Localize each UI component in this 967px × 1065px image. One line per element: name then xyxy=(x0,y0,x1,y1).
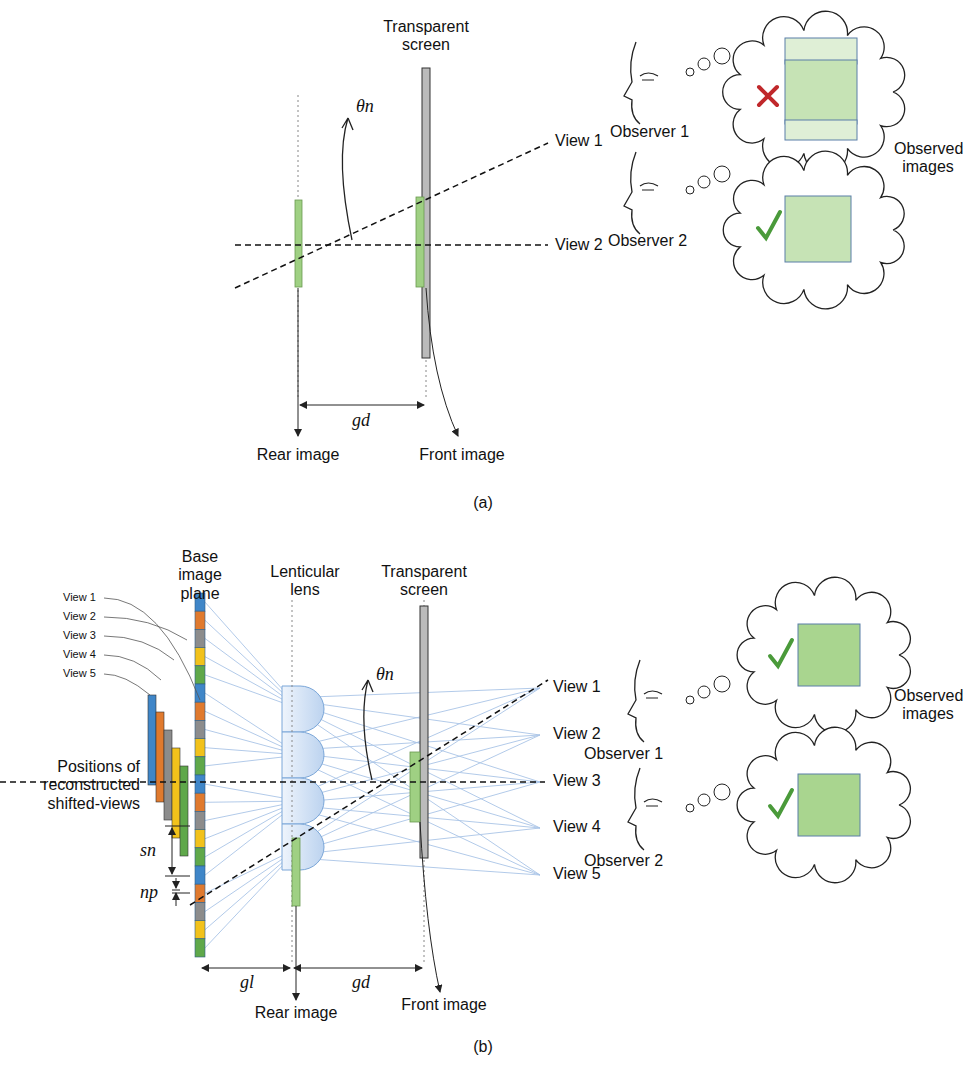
text-label: (b) xyxy=(473,1038,493,1056)
text-label: θn xyxy=(376,664,394,685)
lenticule xyxy=(282,778,324,824)
text-label: (a) xyxy=(473,494,493,512)
light-ray xyxy=(312,859,540,875)
thought-cloud xyxy=(737,577,910,732)
thought-bubble xyxy=(686,68,694,76)
text-label: Transparent screen xyxy=(381,18,471,55)
shifted-view-bar xyxy=(148,695,156,785)
thought-bubble xyxy=(698,686,710,698)
text-label: Transparent screen xyxy=(379,563,469,600)
eye xyxy=(640,183,658,190)
thought-bubble xyxy=(698,58,710,70)
check-mark xyxy=(758,212,780,238)
text-label: View 4 xyxy=(553,818,601,836)
eye xyxy=(644,691,662,698)
thought-bubble xyxy=(686,186,694,194)
thought-bubble xyxy=(698,176,710,188)
text-label: View 1 xyxy=(555,132,603,150)
pixel-cell xyxy=(195,921,205,939)
shifted-view-bar xyxy=(180,766,188,856)
text-label: Observer 1 xyxy=(610,123,689,141)
text-label: Observer 2 xyxy=(608,232,687,250)
text-label: gd xyxy=(352,410,370,431)
text-label: sn xyxy=(140,840,156,861)
pixel-cell xyxy=(195,830,205,848)
pixel-cell xyxy=(195,775,205,793)
text-label: View 3 xyxy=(63,629,96,642)
thought-bubble xyxy=(686,696,694,704)
text-label: Observed images xyxy=(894,140,962,177)
text-label: Rear image xyxy=(257,446,340,464)
pixel-cell xyxy=(195,648,205,666)
text-label: gl xyxy=(240,972,254,993)
text-label: Lenticular lens xyxy=(265,563,345,600)
text-label: Observer 1 xyxy=(584,745,663,763)
pixel-cell xyxy=(195,939,205,957)
pixel-cell xyxy=(195,793,205,811)
thought-cloud xyxy=(723,151,904,309)
observed-image xyxy=(785,196,851,262)
pixel-cell xyxy=(195,902,205,920)
text-label: View 4 xyxy=(63,648,96,661)
shifted-view-bar xyxy=(156,712,164,802)
shifted-view-bar xyxy=(172,748,180,838)
observed-image xyxy=(785,60,857,124)
text-label: np xyxy=(140,882,158,903)
pixel-cell xyxy=(195,666,205,684)
text-label: Observed images xyxy=(894,687,962,724)
thought-bubble xyxy=(714,48,730,64)
text-label: θn xyxy=(356,96,374,117)
text-label: View 3 xyxy=(553,772,601,790)
cross-mark xyxy=(759,87,777,105)
pixel-cell xyxy=(195,757,205,775)
blurred-image xyxy=(785,120,857,140)
thought-bubble xyxy=(686,804,694,812)
text-label: Rear image xyxy=(255,1004,338,1022)
lenticule xyxy=(282,686,324,732)
text-label: Base image plane xyxy=(160,548,240,603)
text-label: Front image xyxy=(401,996,486,1014)
pixel-cell xyxy=(195,739,205,757)
face-profile xyxy=(628,660,644,742)
thought-cloud xyxy=(723,11,905,173)
panel-a xyxy=(235,68,548,436)
text-label: View 2 xyxy=(553,725,601,743)
pixel-cell xyxy=(195,811,205,829)
thought-bubble xyxy=(714,166,730,182)
face-profile xyxy=(624,42,640,124)
text-label: View 2 xyxy=(555,236,603,254)
pixel-cell xyxy=(195,848,205,866)
pixel-cell xyxy=(195,720,205,738)
text-label: View 1 xyxy=(63,591,96,604)
eye xyxy=(640,73,658,80)
thought-cloud xyxy=(737,727,910,882)
check-mark xyxy=(770,640,792,666)
thought-bubble xyxy=(714,676,730,692)
observed-image xyxy=(798,774,860,836)
thought-bubble xyxy=(714,784,730,800)
text-label: View 5 xyxy=(63,667,96,680)
pixel-cell xyxy=(195,629,205,647)
observed-image xyxy=(798,624,860,686)
shifted-view-bar xyxy=(164,730,172,820)
eye xyxy=(644,799,662,806)
text-label: Positions of reconstructed shifted-views xyxy=(4,758,140,813)
pixel-cell xyxy=(195,884,205,902)
pixel-cell xyxy=(195,866,205,884)
text-label: gd xyxy=(352,972,370,993)
pixel-cell xyxy=(195,611,205,629)
text-label: View 2 xyxy=(63,610,96,623)
text-label: Front image xyxy=(419,446,504,464)
check-mark xyxy=(770,790,792,816)
pixel-cell xyxy=(195,702,205,720)
face-profile xyxy=(624,152,640,234)
thought-bubble xyxy=(698,794,710,806)
text-label: View 1 xyxy=(553,678,601,696)
text-label: Observer 2 xyxy=(584,852,663,870)
panel-b xyxy=(0,593,548,1000)
lenticule xyxy=(282,732,324,778)
lenticule xyxy=(282,824,324,870)
face-profile xyxy=(628,768,644,850)
